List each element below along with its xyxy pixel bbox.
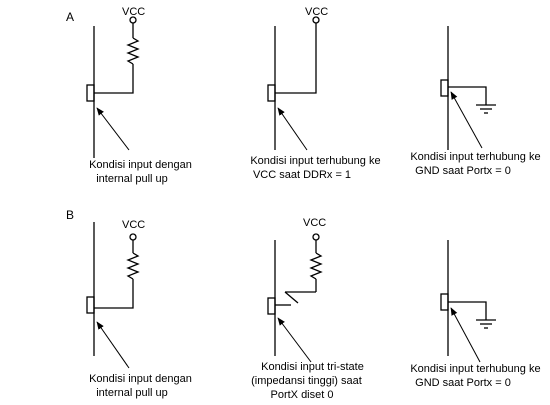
resistor-wire <box>94 279 134 309</box>
gnd-wire <box>448 301 487 320</box>
open-switch <box>284 291 299 304</box>
caption-a1: Kondisi input dengan internal pull up <box>89 159 195 185</box>
pointer-arrow <box>277 107 308 151</box>
vcc-terminal <box>312 233 320 241</box>
caption-a3: Kondisi input terhubung ke GND saat Port… <box>410 151 543 177</box>
vcc-wire <box>275 23 317 94</box>
vcc-label: VCC <box>303 217 326 229</box>
circuit-b1: VCC <box>86 219 145 369</box>
input-pin <box>267 297 276 315</box>
pullup-resistor <box>126 252 140 280</box>
caption-b3: Kondisi input terhubung ke GND saat Port… <box>410 363 543 389</box>
circuit-b3 <box>440 240 496 363</box>
circuit-b2: VCC <box>267 217 326 363</box>
pointer-arrow <box>450 91 483 149</box>
gnd-wire <box>448 86 487 105</box>
input-pin <box>86 84 95 102</box>
vcc-terminal <box>129 233 137 241</box>
pointer-arrow <box>450 307 481 363</box>
vcc-label: VCC <box>122 6 145 18</box>
caption-b1: Kondisi input dengan internal pull up <box>89 373 195 399</box>
input-pin <box>440 79 449 97</box>
pointer-arrow <box>277 317 312 363</box>
row-label-a: A <box>66 10 74 24</box>
pointer-arrow <box>96 321 130 369</box>
pullup-resistor <box>309 252 323 280</box>
resistor-wire <box>94 64 134 94</box>
caption-b2: Kondisi input tri-state (impedansi tingg… <box>251 361 367 401</box>
circuit-a3 <box>440 26 496 150</box>
caption-a2: Kondisi input terhubung ke VCC saat DDRx… <box>250 155 383 181</box>
pullup-resistor <box>126 37 140 65</box>
vcc-label: VCC <box>305 6 328 18</box>
input-pin <box>440 293 449 311</box>
vcc-label: VCC <box>122 219 145 231</box>
circuit-a1: VCC <box>86 6 145 158</box>
input-pin <box>86 296 95 314</box>
row-label-b: B <box>66 208 74 222</box>
circuit-a2: VCC <box>267 6 328 151</box>
input-pin <box>267 84 276 102</box>
pointer-arrow <box>96 107 130 151</box>
